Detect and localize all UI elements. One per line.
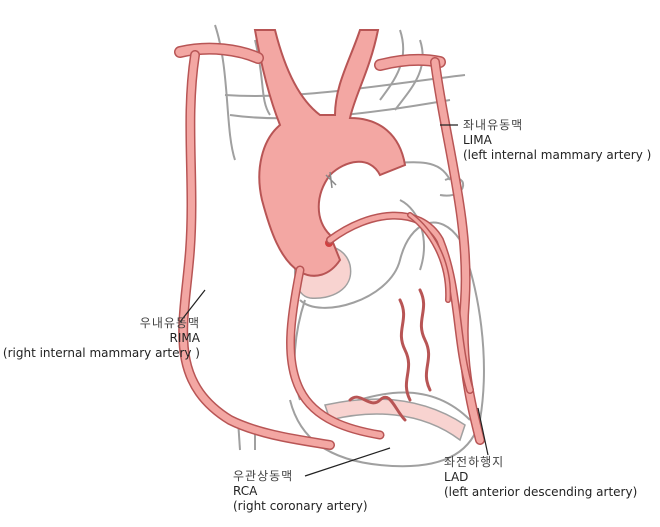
rca-artery [287,267,383,438]
lad-korean: 좌전하행지 [444,455,505,469]
rima-abbr: RIMA [169,331,200,345]
lima-korean: 좌내유동맥 [463,118,524,132]
lima-abbr: LIMA [463,133,492,147]
rima-artery [179,51,334,449]
rca-full: (right coronary artery) [233,499,368,513]
lad-label: 좌전하행지 LAD (left anterior descending arte… [444,455,637,500]
rima-korean: 우내유동맥 [139,316,200,330]
leader-lines [179,124,489,477]
lad-full: (left anterior descending artery) [444,485,638,499]
rima-label: 우내유동맥 RIMA (right internal mammary arter… [3,316,200,361]
rca-korean: 우관상동맥 [233,469,294,483]
rca-abbr: RCA [233,484,258,498]
lima-label: 좌내유동맥 LIMA (left internal mammary artery… [463,118,651,163]
rima-full: (right internal mammary artery ) [2,346,200,360]
arteries [174,42,485,450]
lima-artery [431,58,484,444]
rca-label: 우관상동맥 RCA (right coronary artery) [233,469,368,514]
aorta [253,29,407,277]
lima-full: (left internal mammary artery ) [463,148,652,162]
lad-abbr: LAD [444,470,469,484]
lad-artery [327,213,473,393]
